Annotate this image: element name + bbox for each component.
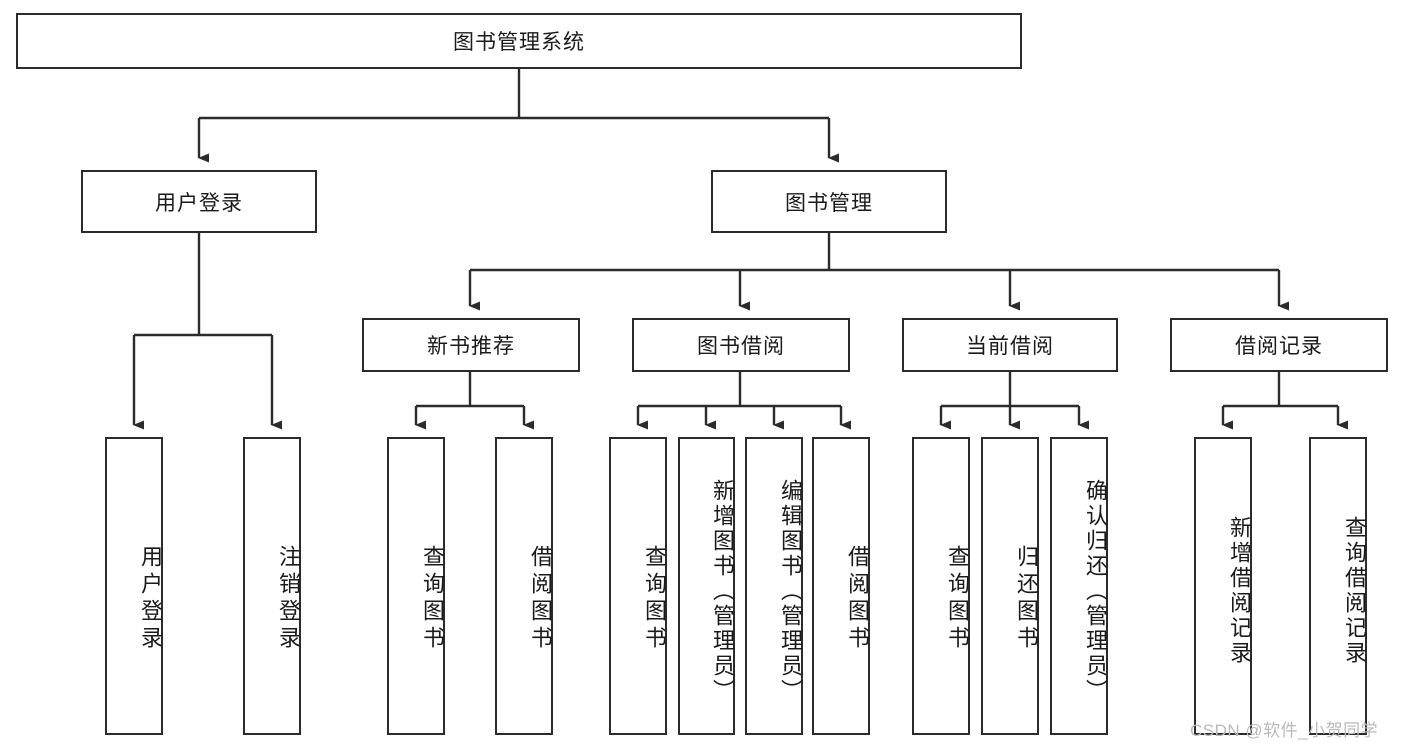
leaf-current-confirm-return-admin[interactable]: 确认归还（管理员） xyxy=(1050,437,1108,735)
node-label: 借阅图书 xyxy=(528,545,553,653)
node-label: 编辑图书（管理员） xyxy=(778,478,803,704)
leaf-current-return-book[interactable]: 归还图书 xyxy=(981,437,1039,735)
node-label: 查询借阅记录 xyxy=(1342,516,1367,666)
node-label: 确认归还（管理员） xyxy=(1083,478,1108,704)
node-label: 归还图书 xyxy=(1014,545,1039,653)
leaf-logout[interactable]: 注销登录 xyxy=(243,437,301,735)
node-label: 新书推荐 xyxy=(427,335,515,358)
leaf-newbook-query-book[interactable]: 查询图书 xyxy=(387,437,445,735)
node-user-login[interactable]: 用户登录 xyxy=(81,170,317,233)
node-label: 用户登录 xyxy=(138,545,163,653)
leaf-borrow-add-book-admin[interactable]: 新增图书（管理员） xyxy=(678,437,735,735)
leaf-borrow-query-book[interactable]: 查询图书 xyxy=(609,437,667,735)
leaf-current-query-book[interactable]: 查询图书 xyxy=(912,437,970,735)
node-label: 新增借阅记录 xyxy=(1227,516,1252,666)
leaf-borrow-edit-book-admin[interactable]: 编辑图书（管理员） xyxy=(745,437,803,735)
node-label: 图书管理系统 xyxy=(453,31,585,54)
node-label: 借阅记录 xyxy=(1235,335,1323,358)
leaf-user-login[interactable]: 用户登录 xyxy=(105,437,163,735)
leaf-record-query-record[interactable]: 查询借阅记录 xyxy=(1309,437,1367,735)
node-label: 查询图书 xyxy=(642,545,667,653)
leaf-newbook-borrow-book[interactable]: 借阅图书 xyxy=(495,437,553,735)
node-book-borrow[interactable]: 图书借阅 xyxy=(632,318,850,372)
leaf-record-add-record[interactable]: 新增借阅记录 xyxy=(1194,437,1252,735)
node-label: 新增图书（管理员） xyxy=(710,478,735,704)
node-label: 用户登录 xyxy=(155,191,243,215)
node-label: 查询图书 xyxy=(420,545,445,653)
node-book-management[interactable]: 图书管理 xyxy=(711,170,947,233)
node-label: 借阅图书 xyxy=(845,545,870,653)
csdn-watermark: CSDN @软件_小贺同学 xyxy=(1190,721,1379,740)
node-borrow-record[interactable]: 借阅记录 xyxy=(1170,318,1388,372)
node-label: 图书借阅 xyxy=(697,335,785,358)
node-label: 查询图书 xyxy=(945,545,970,653)
leaf-borrow-borrow-book[interactable]: 借阅图书 xyxy=(812,437,870,735)
node-label: 当前借阅 xyxy=(966,335,1054,358)
node-root-book-management-system[interactable]: 图书管理系统 xyxy=(16,13,1022,69)
node-new-book-recommend[interactable]: 新书推荐 xyxy=(362,318,580,372)
node-label: 注销登录 xyxy=(276,545,301,653)
node-label: 图书管理 xyxy=(785,191,873,215)
node-current-borrow[interactable]: 当前借阅 xyxy=(902,318,1118,372)
